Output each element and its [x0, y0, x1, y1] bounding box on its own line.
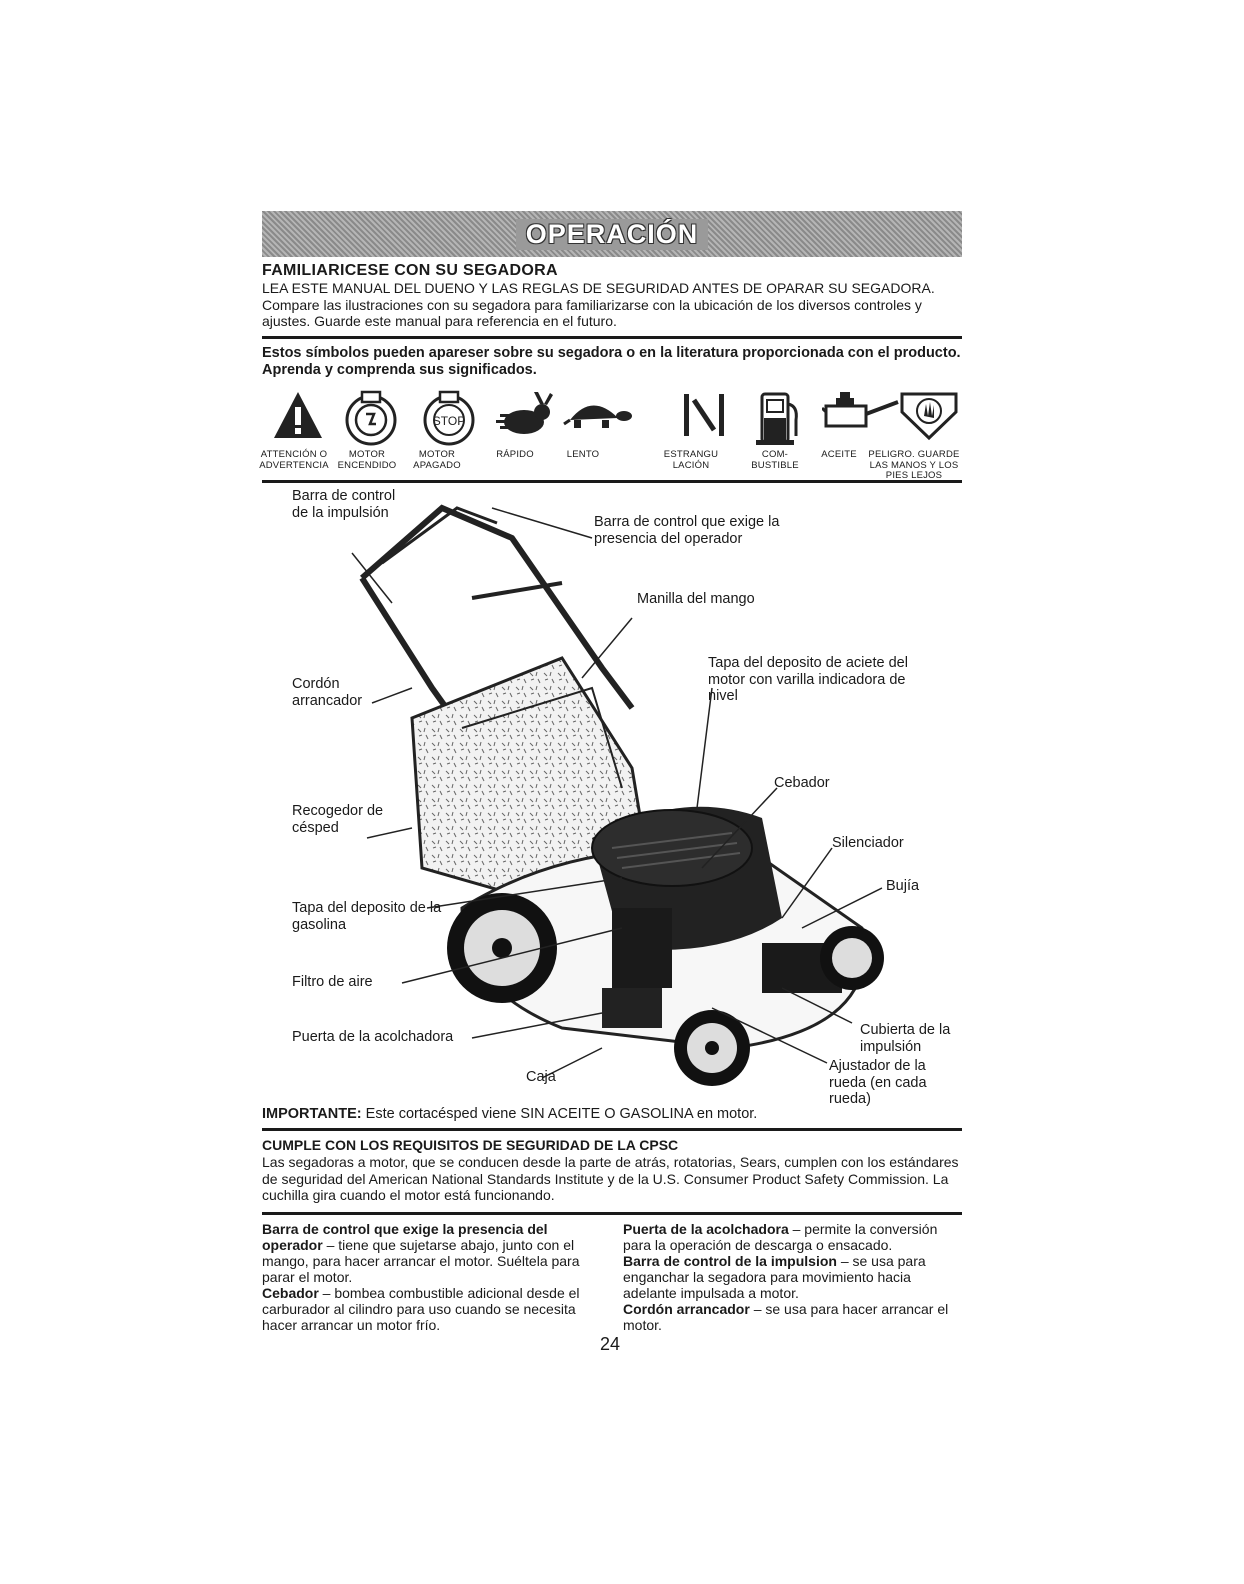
fuel-icon [752, 390, 802, 453]
definition-desc: – se usa para hacer arrancar el motor. [623, 1301, 949, 1333]
hand-danger-icon [898, 390, 960, 447]
cpsc-heading: CUMPLE CON LOS REQUISITOS DE SEGURIDAD D… [262, 1137, 679, 1153]
symbol-label: MOTOR ENCENDIDO [337, 449, 397, 471]
symbol-label: COM- BUSTIBLE [751, 449, 799, 471]
definitions-right: Puerta de la acolchadora – permite la co… [623, 1221, 968, 1333]
definition-term: Barra de control de la impulsion [623, 1253, 837, 1269]
definitions-left: Barra de control que exige la presencia … [262, 1221, 607, 1333]
choke-icon [680, 390, 728, 445]
symbol-label: RÁPIDO [496, 449, 534, 460]
definition-term: Cordón arrancador [623, 1301, 750, 1317]
label-muffler: Silenciador [832, 835, 904, 851]
engine-on-icon [344, 390, 398, 451]
symbols-heading: Estos símbolos pueden apareser sobre su … [262, 345, 961, 378]
definition-item: Barra de control de la impulsion – se us… [623, 1253, 968, 1301]
label-spark-plug: Bujía [886, 878, 920, 894]
definition-term: Barra de control que exige la presencia … [262, 1221, 548, 1253]
definition-item: Barra de control que exige la presencia … [262, 1221, 607, 1285]
label-housing: Caja [526, 1069, 556, 1085]
divider [262, 336, 962, 339]
definition-item: Cebador – bombea combustible adicional d… [262, 1285, 607, 1333]
symbol-label: MOTOR APAGADO [413, 449, 461, 471]
symbols-row: STOP ATTENCIÓN O ADVERTENCIA MOTOR ENCEN… [259, 390, 962, 481]
definition-desc: – bombea combustible adicional desde el … [262, 1285, 580, 1333]
divider [262, 1212, 962, 1215]
symbol-label: ACEITE [821, 449, 857, 460]
label-starter-rope: Cordón arrancador [292, 676, 363, 709]
definition-item: Puerta de la acolchadora – permite la co… [623, 1221, 968, 1253]
turtle-icon [562, 390, 634, 439]
page-number: 24 [600, 1334, 621, 1354]
label-fuel-cap: Tapa del deposito de la gasolina [292, 900, 442, 933]
definition-desc: – permite la conversión para la operació… [623, 1221, 938, 1253]
important-label: IMPORTANTE: [262, 1106, 362, 1122]
symbol-label: LENTO [566, 449, 600, 460]
divider [262, 1128, 962, 1131]
oil-can-icon [820, 390, 902, 439]
label-air-filter: Filtro de aire [292, 974, 373, 990]
label-mulch-door: Puerta de la acolchadora [292, 1029, 454, 1045]
definition-term: Cebador [262, 1285, 319, 1301]
label-drive-cover: Cubierta de la impulsión [860, 1022, 951, 1055]
familiarize-heading: FAMILIARICESE CON SU SEGADORA [262, 262, 558, 279]
mower-illustration [351, 504, 884, 1086]
section-title: OPERACIÓN [515, 218, 709, 250]
label-grass-bag: Recogedor de césped [292, 803, 384, 836]
cpsc-text: Las segadoras a motor, que se conducen d… [262, 1154, 959, 1203]
symbol-label: PELIGRO. GUARDE LAS MANOS Y LOS PIES LEJ… [868, 449, 960, 481]
label-presence-bar: Barra de control que exige la presencia … [594, 514, 780, 547]
svg-text:STOP: STOP [433, 414, 465, 428]
label-handle-knob: Manilla del mango [637, 591, 755, 607]
warning-icon [272, 390, 324, 447]
symbol-label: ESTRANGU LACIÓN [663, 449, 719, 471]
definition-desc: – se usa para enganchar la segadora para… [623, 1253, 926, 1301]
mower-diagram: Barra de control de la impulsión Barra d… [262, 488, 962, 1108]
label-primer: Cebador [774, 775, 830, 791]
familiarize-text: LEA ESTE MANUAL DEL DUENO Y LAS REGLAS D… [262, 280, 935, 329]
rabbit-icon [494, 390, 556, 445]
important-text: Este cortacésped viene SIN ACEITE O GASO… [361, 1106, 758, 1122]
definition-desc: – tiene que sujetarse abajo, junto con e… [262, 1237, 580, 1285]
divider [262, 480, 962, 483]
label-wheel-adjuster: Ajustador de la rueda (en cada rueda) [829, 1058, 927, 1107]
label-drive-bar: Barra de control de la impulsión [292, 488, 396, 521]
section-banner: OPERACIÓN [262, 211, 962, 257]
engine-off-icon: STOP [422, 390, 476, 451]
definition-term: Puerta de la acolchadora [623, 1221, 789, 1237]
definition-item: Cordón arrancador – se usa para hacer ar… [623, 1301, 968, 1333]
symbol-label: ATTENCIÓN O ADVERTENCIA [259, 449, 329, 471]
important-note: IMPORTANTE: Este cortacésped viene SIN A… [262, 1106, 757, 1122]
label-oil-cap: Tapa del deposito de aciete del motor co… [708, 655, 908, 704]
